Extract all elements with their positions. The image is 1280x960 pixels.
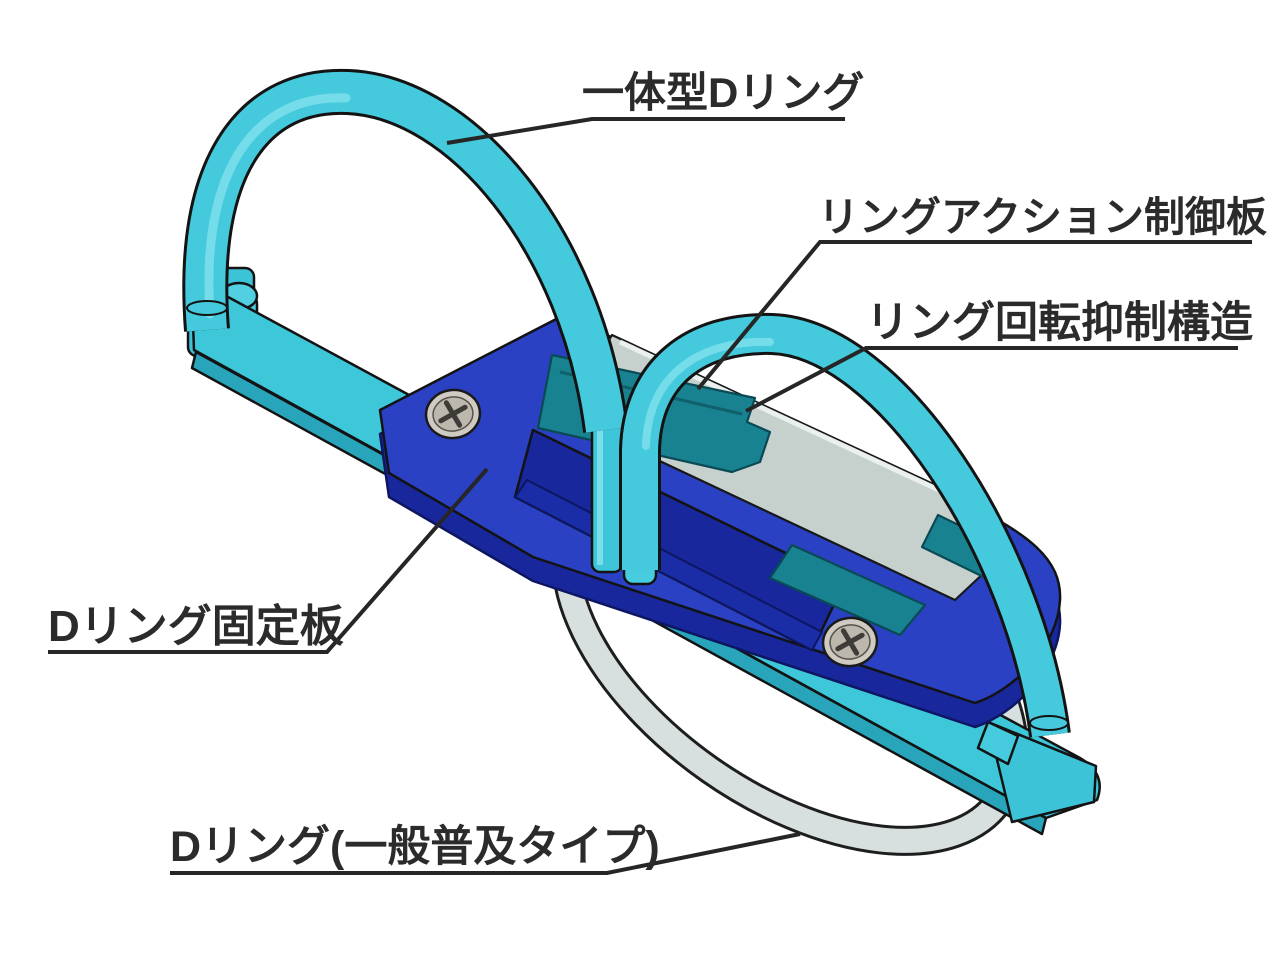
leader-line [745, 346, 1238, 413]
screw-left [424, 388, 482, 440]
screw-right [821, 616, 879, 668]
label-d-ring-fixing-plate: Dリング固定板 [48, 602, 344, 651]
integrated-d-ring-right-arc [619, 312, 1071, 738]
strap-right-block [976, 720, 1098, 824]
callout-d-ring-fixing-plate: Dリング固定板 [48, 467, 489, 654]
leader-line [446, 117, 845, 145]
callout-integrated-d-ring: 一体型Dリング [446, 69, 864, 145]
callout-ring-rotation-suppression: リング回転抑制構造 [745, 299, 1253, 413]
label-ring-rotation-suppression: リング回転抑制構造 [866, 299, 1253, 347]
leader-line [170, 832, 801, 875]
callout-d-ring-general-type: Dリング(一般普及タイプ) [170, 823, 801, 875]
callout-ring-action-control-plate: リングアクション制御板 [696, 194, 1267, 391]
leader-line [696, 240, 1252, 391]
label-ring-action-control-plate: リングアクション制御板 [818, 194, 1267, 240]
leader-line [48, 467, 489, 654]
label-d-ring-general-type: Dリング(一般普及タイプ) [170, 823, 660, 871]
integrated-d-ring-left-arc [182, 68, 629, 433]
label-integrated-d-ring: 一体型Dリング [582, 69, 864, 116]
